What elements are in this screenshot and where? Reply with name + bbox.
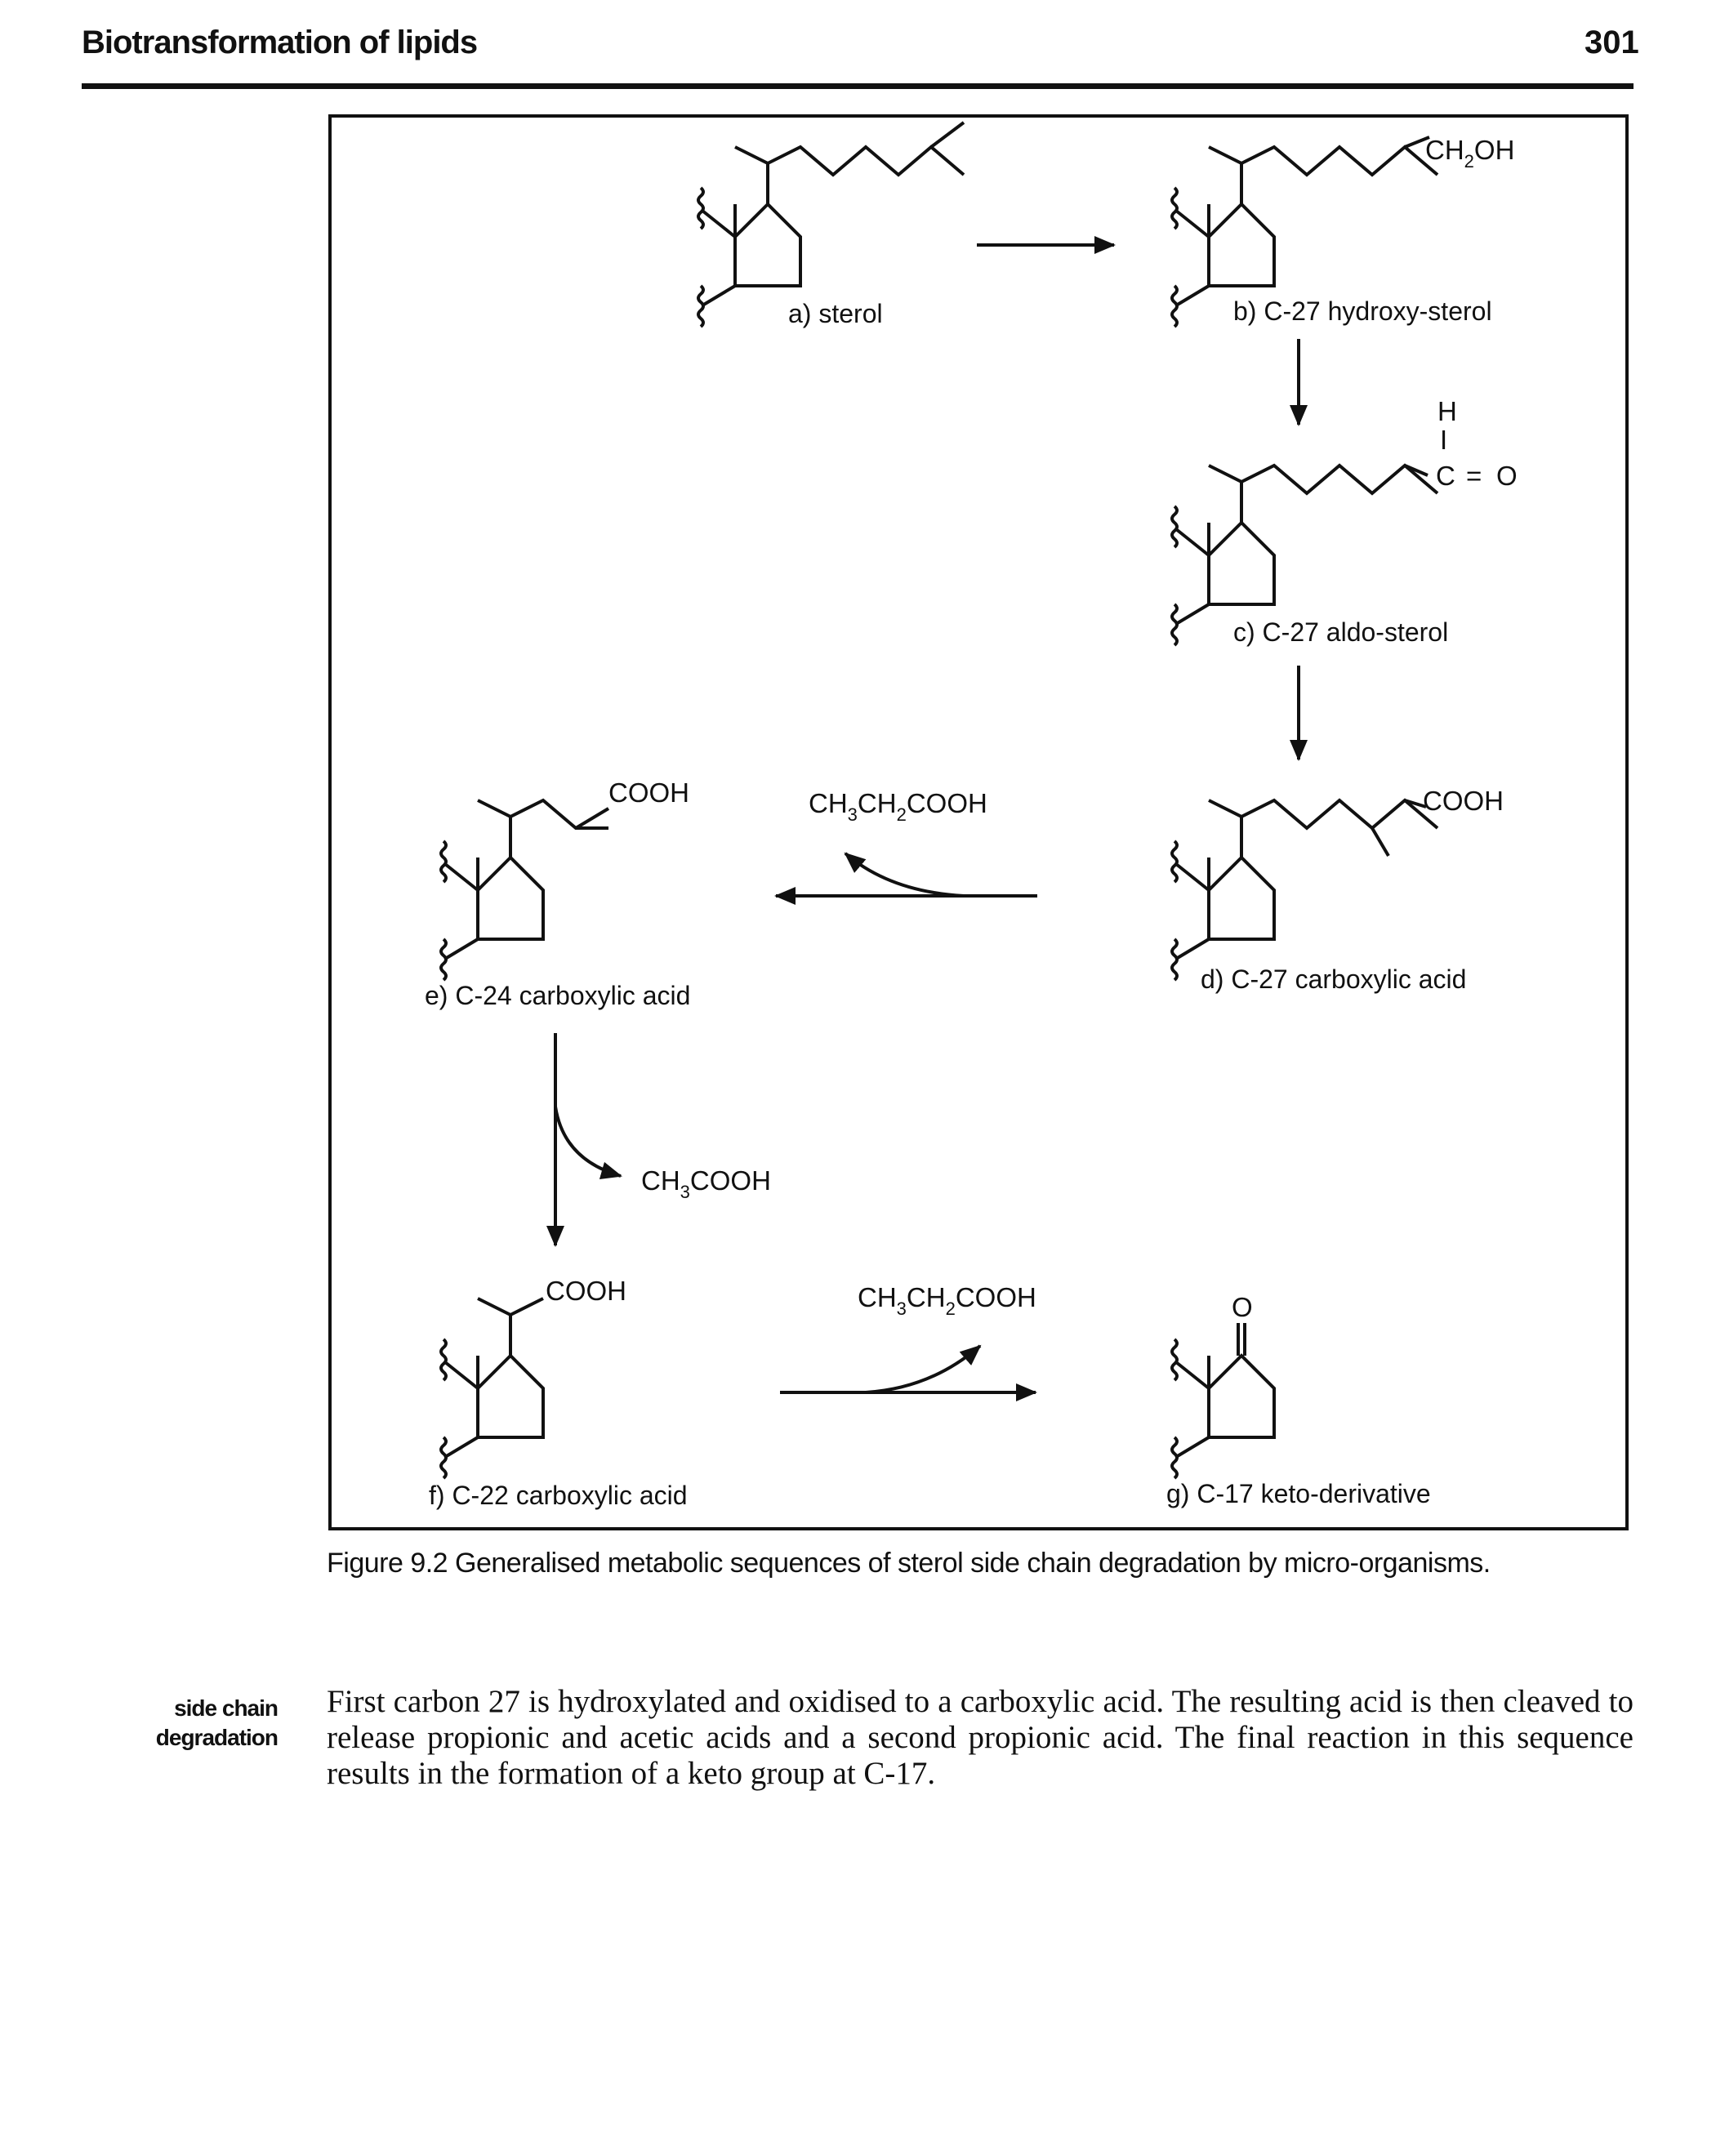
molecule-d-c27-acid: COOH d) C-27 carboxylic acid xyxy=(1170,786,1504,994)
svg-text:I: I xyxy=(1440,425,1447,455)
page-number: 301 xyxy=(1585,24,1639,60)
running-header-title: Biotransformation of lipids xyxy=(82,24,478,60)
margin-note-line-1: side chain xyxy=(174,1695,279,1721)
body-paragraph: First carbon 27 is hydroxylated and oxid… xyxy=(327,1684,1634,1791)
figure-frame xyxy=(328,114,1629,1530)
molecule-f-c22-acid: COOH f) C-22 carboxylic acid xyxy=(429,1276,688,1510)
svg-text:CH2OH: CH2OH xyxy=(1425,135,1514,172)
molecule-e-c24-acid: COOH e) C-24 carboxylic acid xyxy=(425,777,690,1010)
figure-number: Figure 9.2 xyxy=(327,1548,448,1579)
label-b-hydroxy-sterol: b) C-27 hydroxy-sterol xyxy=(1233,296,1492,326)
byproduct-propionic-acid-2: CH3CH2COOH xyxy=(858,1282,1036,1319)
label-a-sterol: a) sterol xyxy=(788,299,883,328)
label-c-aldo-sterol: c) C-27 aldo-sterol xyxy=(1233,617,1448,647)
svg-text:COOH: COOH xyxy=(608,777,689,808)
svg-text:C: C xyxy=(1436,461,1455,491)
svg-text:COOH: COOH xyxy=(1423,786,1504,816)
byproduct-propionic-acid-1: CH3CH2COOH xyxy=(809,788,987,825)
label-e-c24-acid: e) C-24 carboxylic acid xyxy=(425,981,690,1010)
figure-caption-text: Generalised metabolic sequences of stero… xyxy=(455,1548,1491,1579)
svg-text:O: O xyxy=(1232,1292,1253,1322)
svg-text:O: O xyxy=(1496,461,1518,491)
label-f-c22-acid: f) C-22 carboxylic acid xyxy=(429,1481,688,1510)
byproduct-acetic-acid: CH3COOH xyxy=(641,1165,771,1202)
molecule-g-keto-derivative: O g) C-17 keto-derivative xyxy=(1166,1292,1431,1508)
arrow-e-to-f: CH3COOH xyxy=(546,1033,771,1247)
svg-text:=: = xyxy=(1466,461,1482,491)
molecule-a-sterol: a) sterol xyxy=(697,121,965,328)
figure-caption: Figure 9.2 Generalised metabolic sequenc… xyxy=(327,1547,1552,1579)
molecule-c-aldo-sterol: H I C = O c) C-27 aldo-sterol xyxy=(1170,396,1518,647)
header-rule xyxy=(82,83,1634,89)
margin-note: side chain degradation xyxy=(123,1694,279,1753)
svg-text:H: H xyxy=(1437,396,1457,426)
molecule-b-hydroxy-sterol: CH2OH b) C-27 hydroxy-sterol xyxy=(1170,135,1514,328)
arrow-d-to-e: CH3CH2COOH xyxy=(774,788,1037,905)
arrow-f-to-g: CH3CH2COOH xyxy=(780,1282,1037,1401)
label-g-keto-derivative: g) C-17 keto-derivative xyxy=(1166,1479,1431,1508)
svg-text:COOH: COOH xyxy=(546,1276,626,1306)
margin-note-line-2: degradation xyxy=(155,1725,279,1750)
label-d-c27-acid: d) C-27 carboxylic acid xyxy=(1201,964,1466,994)
